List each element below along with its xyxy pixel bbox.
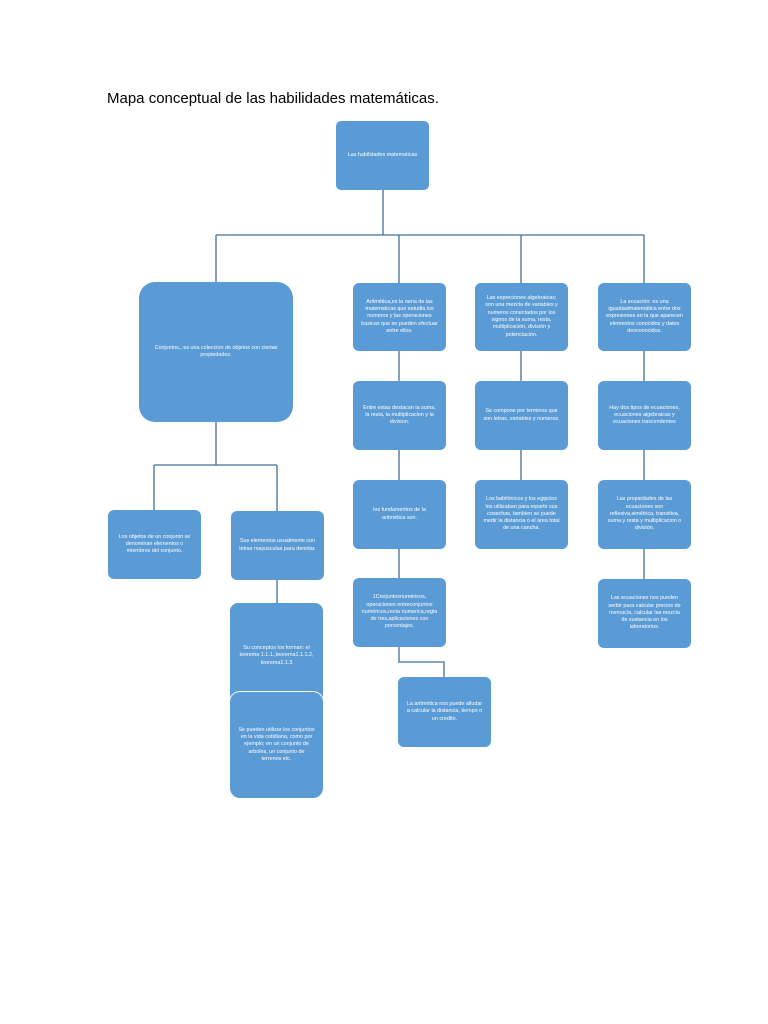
page-title: Mapa conceptual de las habilidades matem… (107, 90, 439, 107)
node-aritmetica-ayuda[interactable]: La aritmética nos puede alludar a calcul… (398, 677, 491, 747)
connector-numericos-ayudar (398, 647, 445, 677)
node-destacan-operaciones[interactable]: Entre estas destacan la suma, la resta, … (353, 381, 446, 450)
node-conjuntos[interactable]: Conjuntos,, es una coleccion de objetos … (139, 282, 293, 422)
node-conjuntos-numericos[interactable]: 1Conjuntosnuméricos, operaciones entreco… (353, 578, 446, 647)
node-compone-terminos[interactable]: Se compone por terminos que son letras, … (475, 381, 568, 450)
node-objetos-conjunto[interactable]: Los objetos de un conjunto se denominan … (108, 510, 201, 579)
node-elementos-letras[interactable]: Sus elementos usualmente con letras mayu… (231, 511, 324, 580)
node-habilidades-matematicas[interactable]: Las habilidades matematicas (336, 121, 429, 190)
node-ecuacion[interactable]: La ecuación: es una igualdadmatemática e… (598, 283, 691, 351)
node-expresiones-algebraicas[interactable]: Las expreciones algebraicas; son una mez… (475, 283, 568, 351)
node-babilonicos-egipcios[interactable]: Los babilónicos y los egipcios los utili… (475, 480, 568, 549)
node-tipos-ecuaciones[interactable]: Hay dos tipos de ecuaciones, ecuaciones … (598, 381, 691, 450)
node-aritmetica[interactable]: Aritmética,es la rama de las matematicas… (353, 283, 446, 351)
node-ecuaciones-uso[interactable]: Las ecuaciones nos pueden serbir para ca… (598, 579, 691, 648)
node-utilizar-conjuntos[interactable]: Se pueden utilizar los conjuntos en la v… (230, 692, 323, 798)
node-fundamentos-aritmetica[interactable]: los fundamentos de la aritmética son. (353, 480, 446, 549)
node-propiedades-ecuaciones[interactable]: Las propiedades de las ecuaciones son re… (598, 480, 691, 549)
